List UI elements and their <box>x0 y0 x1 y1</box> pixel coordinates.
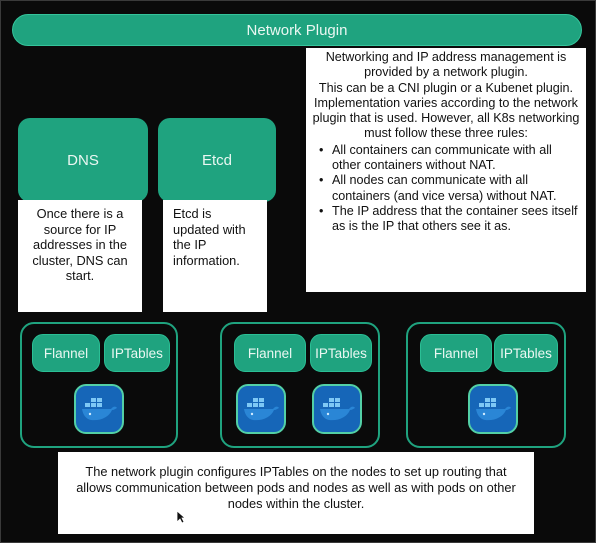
rule-item: All nodes can communicate with all conta… <box>312 173 580 204</box>
iptables-label: IPTables <box>111 345 163 361</box>
node-group-2: Flannel IPTables <box>220 322 380 448</box>
node-group-1: Flannel IPTables <box>20 322 178 448</box>
rule-item: All containers can communicate with all … <box>312 143 580 174</box>
rules-list: All containers can communicate with all … <box>312 143 580 235</box>
dns-node: DNS <box>18 118 148 202</box>
etcd-label: Etcd <box>201 151 232 169</box>
flannel-chip: Flannel <box>420 334 492 372</box>
footer-description: The network plugin configures IPTables o… <box>58 452 534 534</box>
info-plugins: This can be a CNI plugin or a Kubenet pl… <box>318 80 574 95</box>
etcd-node: Etcd <box>158 118 276 202</box>
info-rules-intro: Implementation varies according to the n… <box>312 95 580 141</box>
flannel-label: Flannel <box>247 345 293 361</box>
docker-container-icon <box>74 384 124 434</box>
iptables-chip: IPTables <box>310 334 372 372</box>
network-plugin-header: Network Plugin <box>12 14 582 46</box>
flannel-chip: Flannel <box>32 334 100 372</box>
network-plugin-info-box: Networking and IP address management is … <box>306 48 586 292</box>
docker-container-icon <box>468 384 518 434</box>
mouse-cursor-icon <box>176 510 186 524</box>
etcd-description: Etcd is updated with the IP information. <box>163 200 267 312</box>
dns-description: Once there is a source for IP addresses … <box>18 200 142 312</box>
flannel-label: Flannel <box>43 345 89 361</box>
iptables-chip: IPTables <box>104 334 170 372</box>
dns-label: DNS <box>67 151 99 169</box>
flannel-chip: Flannel <box>234 334 306 372</box>
docker-container-icon <box>312 384 362 434</box>
docker-container-icon <box>236 384 286 434</box>
header-title: Network Plugin <box>246 21 348 39</box>
iptables-label: IPTables <box>315 345 367 361</box>
rule-item: The IP address that the container sees i… <box>312 204 580 235</box>
node-group-3: Flannel IPTables <box>406 322 566 448</box>
iptables-label: IPTables <box>500 345 552 361</box>
info-intro: Networking and IP address management is … <box>325 50 567 80</box>
iptables-chip: IPTables <box>494 334 558 372</box>
flannel-label: Flannel <box>433 345 479 361</box>
